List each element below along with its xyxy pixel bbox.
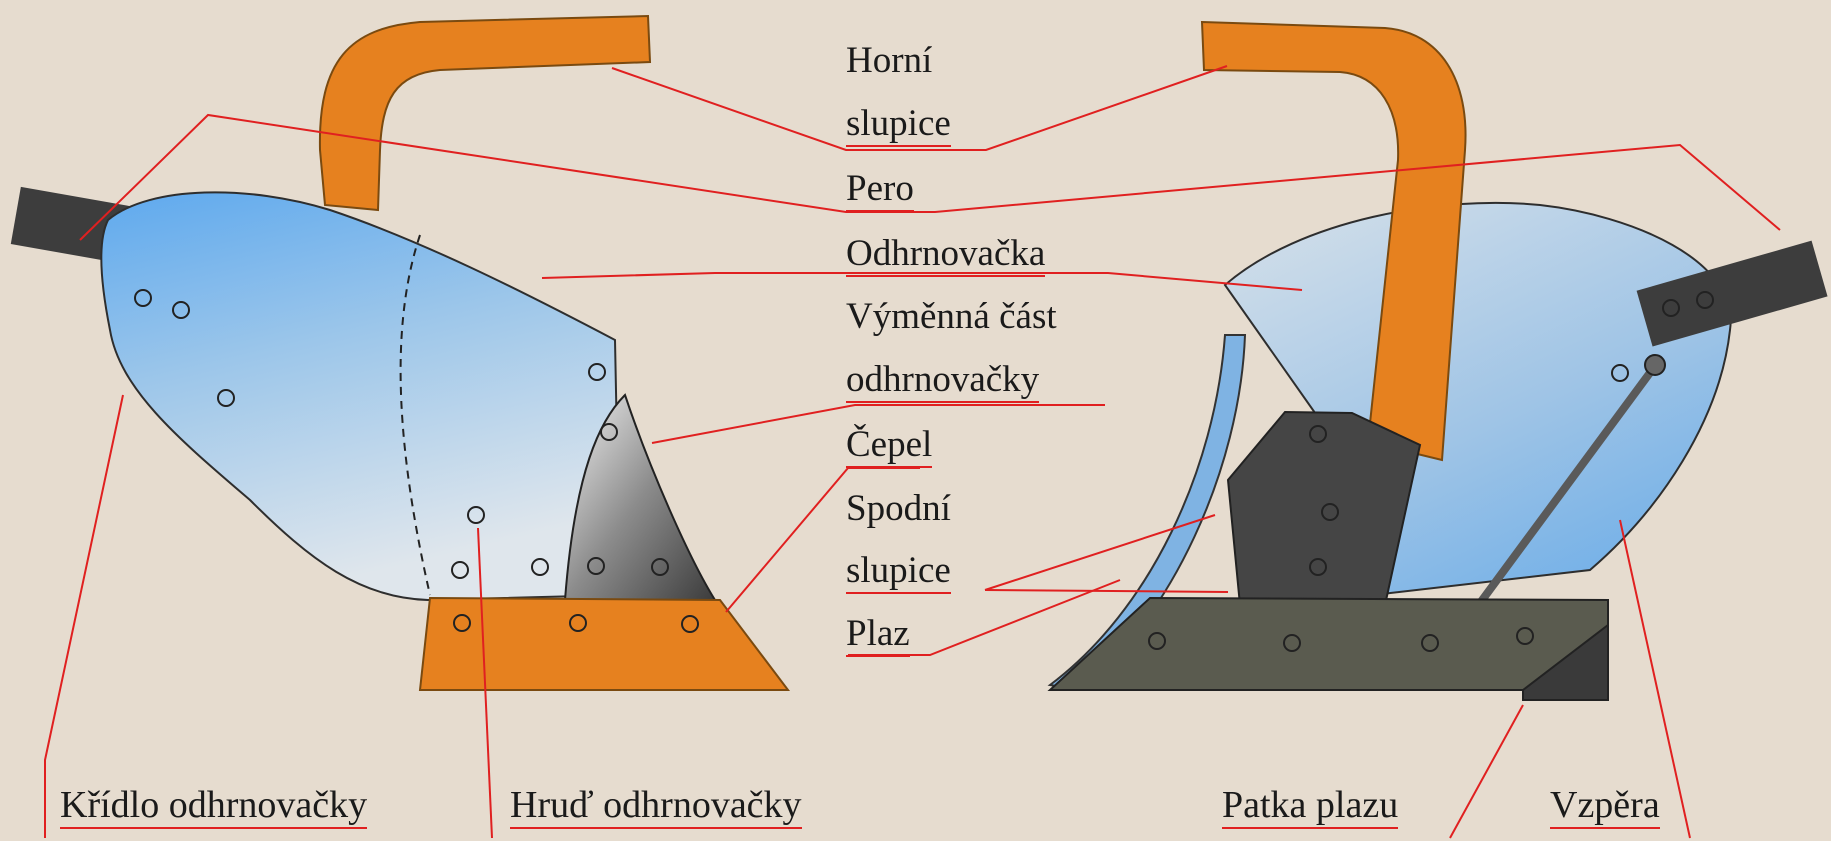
- label-cepel: Čepel: [846, 426, 932, 468]
- right-lower-standard: [1228, 412, 1420, 605]
- label-vymenna-1: Výměnná část: [846, 298, 1057, 335]
- label-pero: Pero: [846, 170, 914, 212]
- label-hrud: Hruď odhrnovačky: [510, 786, 802, 829]
- label-vymenna-2: odhrnovačky: [846, 361, 1039, 403]
- label-vzpera: Vzpěra: [1550, 786, 1660, 829]
- label-spodni-2: slupice: [846, 552, 951, 594]
- label-odhrnovacka: Odhrnovačka: [846, 235, 1045, 277]
- left-share: [420, 598, 788, 690]
- label-horni-slupice-1: Horní: [846, 42, 932, 79]
- left-upper-standard: [320, 16, 650, 210]
- right-brace-end: [1645, 355, 1665, 375]
- left-moldboard: [101, 192, 620, 600]
- label-horni-slupice-2: slupice: [846, 105, 951, 147]
- label-spodni-1: Spodní: [846, 490, 951, 527]
- label-patka: Patka plazu: [1222, 786, 1398, 829]
- label-kridlo: Křídlo odhrnovačky: [60, 786, 367, 829]
- label-plaz: Plaz: [846, 615, 910, 657]
